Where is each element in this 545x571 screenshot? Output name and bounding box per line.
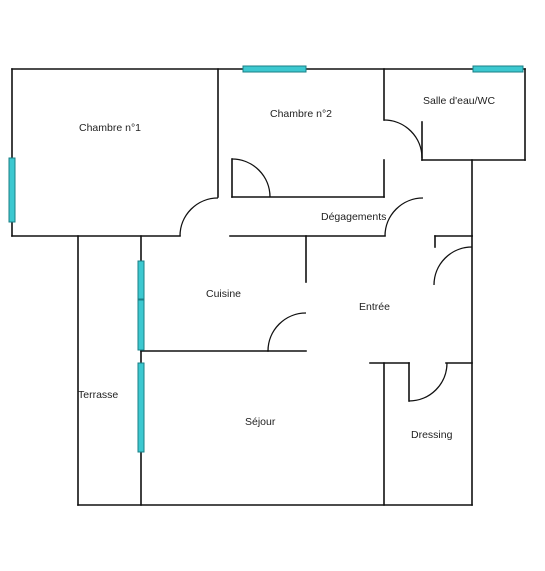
label-sejour: Séjour <box>245 416 276 428</box>
door-bedroom1 <box>179 197 219 237</box>
door-kitchen <box>267 312 307 352</box>
label-dressing: Dressing <box>411 429 453 441</box>
room-labels: Chambre n°1 Chambre n°2 Salle d'eau/WC D… <box>78 95 495 441</box>
door-entry <box>433 246 473 286</box>
window-living <box>137 362 145 453</box>
doors <box>179 119 473 402</box>
window-bedroom2 <box>242 65 307 73</box>
window-kitchen-bottom <box>137 299 145 351</box>
door-bathroom <box>383 119 423 159</box>
label-entree: Entrée <box>359 301 390 313</box>
label-cuisine: Cuisine <box>206 288 241 300</box>
windows <box>8 65 524 453</box>
door-dressing <box>408 362 448 402</box>
label-degagements: Dégagements <box>321 211 386 223</box>
window-bathroom <box>472 65 524 73</box>
door-bedroom2 <box>231 158 271 198</box>
door-corridor <box>384 197 424 237</box>
window-kitchen-top <box>137 260 145 300</box>
label-terrasse: Terrasse <box>78 389 118 401</box>
window-bedroom1 <box>8 157 16 223</box>
label-chambre1: Chambre n°1 <box>79 122 141 134</box>
label-salle-eau: Salle d'eau/WC <box>423 95 495 107</box>
label-chambre2: Chambre n°2 <box>270 108 332 120</box>
